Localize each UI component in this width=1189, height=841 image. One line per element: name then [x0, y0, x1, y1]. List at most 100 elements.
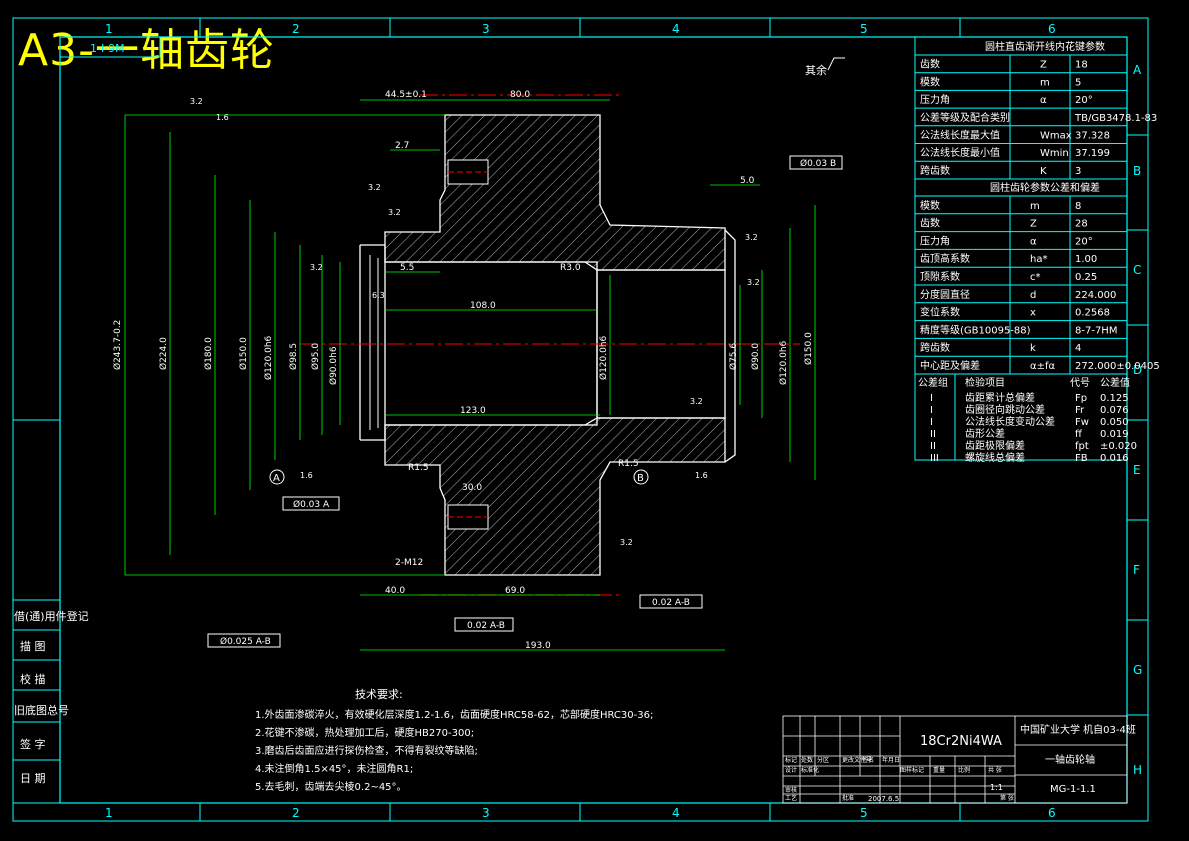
left-register-column: 借(通)用件登记 描 图 校 描 旧底图总号 签 字 日 期 [12, 419, 89, 804]
gear-param-value: 8 [1075, 201, 1081, 212]
dim-inner-3: 108.0 [470, 301, 496, 311]
title-block-label: 设计 [785, 766, 797, 774]
gear-param-symbol: k [1030, 343, 1036, 354]
gear-param-value: 4 [1075, 343, 1081, 354]
dim-inner-9: 30.0 [462, 483, 482, 493]
school: 中国矿业大学 机自03-4班 [1020, 723, 1136, 736]
spline-param-symbol: α [1040, 95, 1047, 106]
spline-param-name: 齿数 [920, 58, 940, 71]
dim-top-1: 44.5±0.1 [385, 90, 427, 100]
spline-param-value: 3 [1075, 166, 1081, 177]
gear-param-name: 齿数 [920, 217, 940, 230]
title-block-label: 工艺 [785, 794, 797, 802]
roughness-4: 3.2 [388, 208, 401, 217]
gear-param-value: 20° [1075, 236, 1093, 247]
gear-param-value: 8-7-7HM [1075, 325, 1117, 336]
left-col-old-no: 旧底图总号 [14, 703, 69, 717]
grid-dividers [199, 18, 1148, 821]
spline-param-name: 公差等级及配合类别 [920, 111, 1010, 124]
dim-dia-2: Ø224.0 [158, 337, 169, 370]
tolerance-value: 0.076 [1100, 405, 1129, 416]
grid-right-g: G [1133, 663, 1142, 677]
gear-param-symbol: x [1030, 308, 1036, 319]
title-block-label: 共 张 [988, 766, 1002, 774]
spline-param-symbol: m [1040, 77, 1050, 88]
gear-param-name: 压力角 [920, 234, 950, 247]
gdt-frames [207, 155, 843, 648]
dimension-lines [124, 99, 816, 651]
gear-param-name: 分度圆直径 [920, 288, 970, 301]
part-name: 一轴齿轮轴 [1045, 753, 1095, 766]
spline-param-value: 37.328 [1075, 131, 1110, 142]
tolerance-code: FB [1075, 453, 1088, 464]
tech-req-item: 2.花键不渗碳，热处理加工后，硬度HB270-300; [255, 726, 474, 739]
title-block-label: 签名 [862, 756, 874, 764]
roughness-12: 3.2 [745, 233, 758, 242]
spline-param-symbol: Wmax [1040, 131, 1072, 142]
dim-dia-5: Ø120.0h6 [263, 335, 274, 380]
gear-param-symbol: d [1030, 290, 1036, 301]
tech-req-item: 5.去毛刺，齿端去尖棱0.2~45°。 [255, 780, 407, 793]
grid-top-2: 2 [292, 22, 300, 36]
grid-bottom-2: 2 [292, 806, 300, 820]
tolerance-group: III [930, 453, 939, 464]
tech-req-item: 1.外齿面渗碳淬火，有效硬化层深度1.2-1.6，齿面硬度HRC58-62，芯部… [255, 708, 653, 721]
grid-bottom-5: 5 [860, 806, 868, 820]
gdt-4: 0.02 A-B [467, 621, 505, 631]
tolerance-code: Fp [1075, 393, 1087, 404]
tolerance-header: 代号 [1070, 377, 1090, 389]
roughness-10: 3.2 [690, 397, 703, 406]
tolerance-value: 0.019 [1100, 429, 1129, 440]
tolerance-item: 公法线长度变动公差 [965, 415, 1055, 428]
tolerance-value: 0.125 [1100, 393, 1129, 404]
tolerance-item: 齿形公差 [965, 427, 1005, 440]
grid-top-3: 3 [482, 22, 490, 36]
tolerance-item: 齿距累计总偏差 [965, 391, 1035, 404]
gear-param-name: 跨齿数 [920, 341, 950, 354]
tech-req-item: 3.磨齿后齿面应进行探伤检查，不得有裂纹等缺陷; [255, 744, 478, 757]
tech-req-title: 技术要求: [355, 688, 403, 701]
dim-dia-9: Ø120.0h6 [598, 335, 609, 380]
gdt-1: Ø0.03 B [800, 158, 836, 169]
gear-param-name: 精度等级(GB10095-88) [920, 323, 1031, 336]
grid-right-b: B [1133, 164, 1141, 178]
title-block-label: 年月日 [882, 756, 900, 764]
stamp-code: 1-I-9M [90, 42, 125, 55]
left-col-register: 借(通)用件登记 [14, 609, 89, 623]
tolerance-table [914, 373, 1128, 461]
dim-dia-10: Ø75.6 [728, 343, 739, 370]
title-block-label: 处数 [801, 756, 813, 764]
gear-param-symbol: c* [1030, 272, 1041, 283]
dim-inner-6: 5.0 [740, 176, 755, 186]
dim-inner-5: R3.0 [560, 263, 581, 273]
grid-bottom-3: 3 [482, 806, 490, 820]
gdt-3: 0.02 A-B [652, 598, 690, 608]
dim-inner-2: 5.5 [400, 263, 414, 273]
title-block-label: 标准化 [801, 766, 819, 774]
grid-bottom-1: 1 [105, 806, 113, 820]
roughness-6: 3.2 [310, 263, 323, 272]
gear-table-title: 圆柱齿轮参数公差和偏差 [990, 181, 1100, 194]
grid-right-a: A [1133, 63, 1142, 77]
thread-hole-lower [447, 504, 489, 530]
spline-param-value: 20° [1075, 95, 1093, 106]
tolerance-item: 齿圈径向跳动公差 [965, 403, 1045, 416]
dim-top-2: 80.0 [510, 90, 530, 100]
spline-param-symbol: Wmin [1040, 148, 1069, 159]
tolerance-header: 检验项目 [965, 376, 1005, 389]
gear-param-symbol: Z [1030, 219, 1037, 230]
spline-param-symbol: Z [1040, 60, 1047, 71]
gear-param-value: 0.25 [1075, 272, 1097, 283]
grid-right-f: F [1133, 563, 1140, 577]
gear-param-symbol: α±fα [1030, 361, 1055, 372]
roughness-1: 3.2 [190, 97, 203, 106]
spline-param-name: 公法线长度最大值 [920, 129, 1000, 142]
datum-b-symbol [633, 469, 649, 485]
tolerance-item: 齿距极限偏差 [965, 439, 1025, 452]
left-col-sign: 签 字 [20, 737, 46, 751]
spline-param-name: 跨齿数 [920, 164, 950, 177]
gear-param-name: 变位系数 [920, 306, 960, 319]
gear-param-symbol: m [1030, 201, 1040, 212]
overlay-title: A3-一轴齿轮 [18, 25, 275, 76]
date: 2007.6.5 [868, 795, 899, 803]
